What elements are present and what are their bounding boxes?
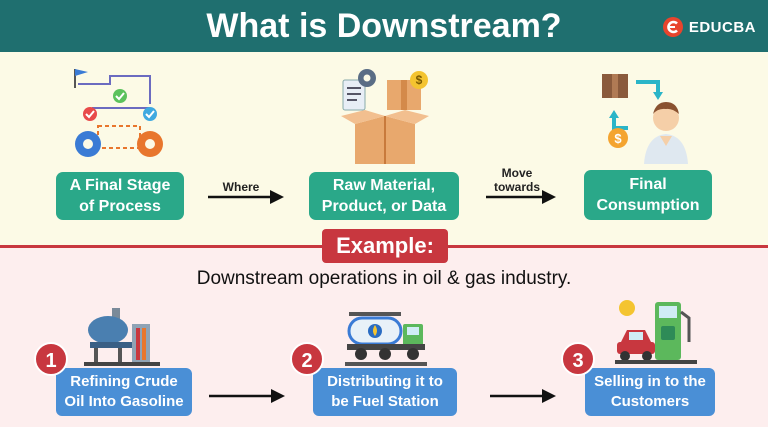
tanker-truck-icon (345, 312, 427, 366)
step-distributing-fuel-station: Distributing it to be Fuel Station (313, 368, 457, 416)
step-number-badge: 1 (34, 342, 68, 376)
brand-name: EDUCBA (688, 18, 756, 36)
step-number-badge: 3 (561, 342, 595, 376)
step-refining-crude-oil: Refining Crude Oil Into Gasoline (56, 368, 192, 416)
educba-logo-icon (662, 17, 683, 37)
example-badge: Example: (322, 229, 448, 263)
box-product-icon: $ (341, 69, 429, 164)
arrow-right-icon (490, 389, 556, 403)
flowchart-gears-icon (74, 69, 163, 157)
fuel-pump-icon (615, 300, 697, 364)
stage-final-stage-of-process: A Final Stage of Process (56, 172, 184, 220)
delivery-consumer-icon: $ (602, 74, 688, 164)
brand: EDUCBA (662, 15, 756, 39)
connector-label-where: Where (222, 180, 260, 194)
svg-text:$: $ (416, 73, 423, 87)
arrow-right-icon (209, 389, 285, 403)
svg-text:$: $ (614, 131, 622, 146)
stage-final-consumption: Final Consumption (584, 170, 712, 220)
step-number-badge: 2 (290, 342, 324, 376)
example-subtitle: Downstream operations in oil & gas indus… (196, 268, 572, 289)
step-selling-customers: Selling in to the Customers (585, 368, 715, 416)
connector-label-move-towards: Move towards (493, 166, 540, 194)
header-bar (0, 0, 768, 52)
arrow-right-icon (486, 190, 556, 204)
page-title: What is Downstream? (206, 7, 562, 45)
stage-raw-material-product-data: Raw Material, Product, or Data (309, 172, 459, 220)
refinery-icon (84, 308, 160, 366)
arrow-right-icon (208, 190, 284, 204)
